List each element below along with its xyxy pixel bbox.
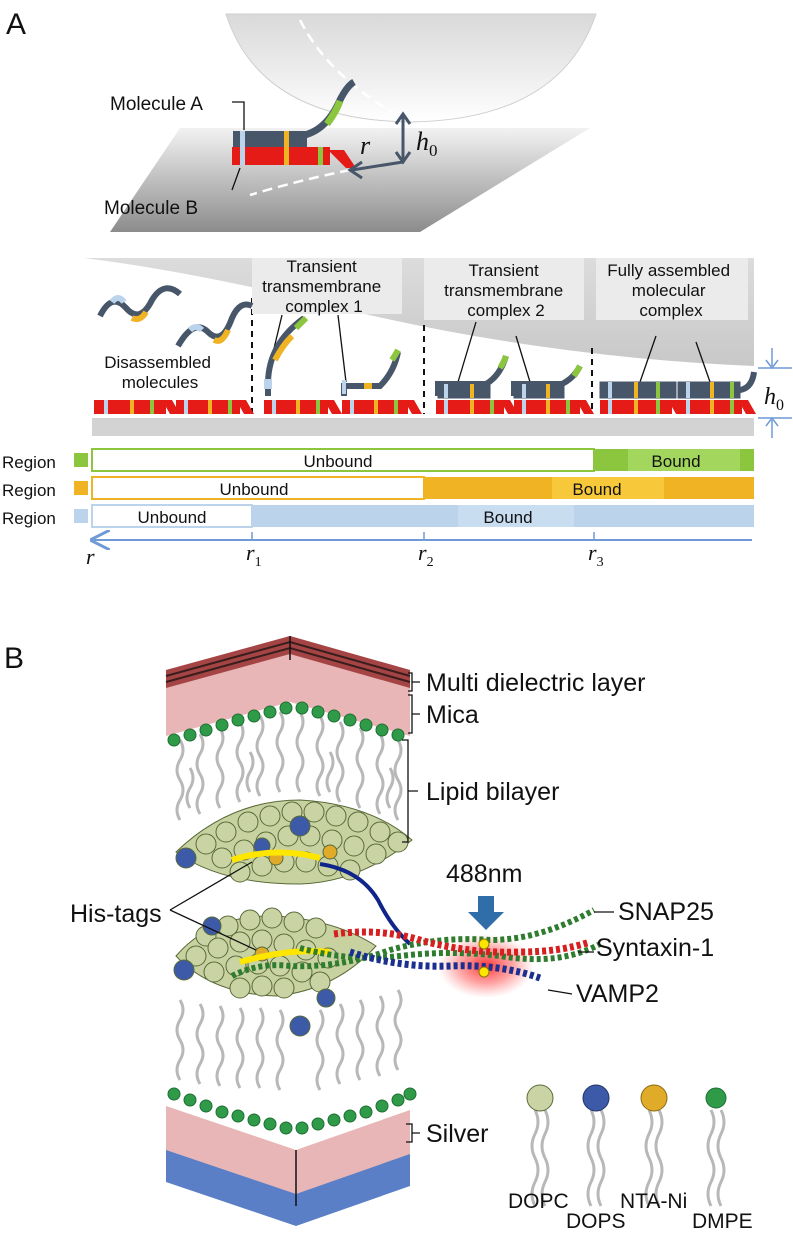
axis-r2-label: r2 — [418, 540, 434, 570]
free-molecules — [97, 285, 254, 348]
axis-r-label: r — [86, 544, 95, 569]
syntaxin-helix — [333, 928, 592, 956]
label-multi-dielectric: Multi dielectric layer — [426, 669, 646, 697]
label-silver: Silver — [426, 1120, 489, 1148]
region-bound: Bound — [651, 452, 700, 471]
plane — [110, 128, 590, 232]
top-lipid-tails — [175, 711, 403, 821]
scene-top: Molecule A Molecule B r h0 — [104, 13, 597, 232]
snare-complex — [230, 849, 602, 998]
molecule-b-bar — [232, 147, 330, 165]
r-label: r — [360, 131, 371, 160]
axis-r1-label: r1 — [246, 540, 262, 570]
label-488nm: 488nm — [446, 860, 522, 888]
legend-dops: DOPS — [566, 1210, 626, 1233]
region-bars: Region Unbound Bound Region Unbound Boun… — [2, 448, 754, 528]
h0-side-label: h0 — [764, 384, 784, 414]
bottom-surface — [92, 418, 754, 436]
region-swatch-blue — [74, 509, 88, 523]
bottom-stack — [166, 1106, 410, 1226]
bowl — [225, 13, 597, 123]
label-his-tags: His-tags — [70, 900, 162, 928]
region-swatch-orange — [74, 481, 88, 495]
layer-labels: Multi dielectric layer Mica Lipid bilaye… — [70, 669, 714, 1148]
legend-nta-ni: NTA-Ni — [620, 1190, 687, 1213]
bottom-headgroups — [167, 1087, 417, 1135]
tip-section — [84, 258, 754, 436]
plane-dash — [249, 168, 351, 197]
label-vamp2: VAMP2 — [576, 980, 659, 1008]
region-row-blue: Region Unbound Bound — [2, 504, 754, 528]
bowl-dash — [298, 19, 411, 124]
dmpe-icon — [705, 1087, 727, 1109]
region-unbound: Unbound — [303, 452, 372, 471]
axis-r3-label: r3 — [588, 540, 604, 570]
top-headgroups — [167, 701, 405, 747]
h0-marker: h0 — [758, 348, 792, 438]
stage-complex1: Transient transmembrane complex 1 — [262, 257, 386, 316]
stage-full: Fully assembled molecular complex — [607, 261, 735, 320]
legend-dmpe: DMPE — [692, 1210, 753, 1233]
panel-label-b: B — [4, 642, 24, 675]
bottom-lipid-tails — [175, 989, 403, 1091]
stage-disassembled: Disassembled molecules — [104, 353, 216, 392]
region-label: Region — [2, 481, 56, 500]
tip-profile — [84, 258, 754, 366]
region-bound: Bound — [572, 480, 621, 499]
label-lipid-bilayer: Lipid bilayer — [426, 778, 559, 806]
dopc-icon — [526, 1084, 554, 1112]
nta-ni-icon — [640, 1084, 668, 1112]
region-row-orange: Region Unbound Bound — [2, 476, 754, 500]
panel-label-a: A — [6, 8, 26, 41]
molecule-b-label: Molecule B — [104, 198, 198, 219]
laser-arrow — [468, 896, 504, 930]
h0-label: h0 — [416, 127, 438, 160]
stage-complex2: Transient transmembrane complex 2 — [444, 261, 568, 320]
region-label: Region — [2, 509, 56, 528]
top-stack — [165, 636, 411, 736]
label-syntaxin-1: Syntaxin-1 — [596, 934, 714, 962]
molecule-a-label: Molecule A — [110, 94, 203, 115]
region-label: Region — [2, 453, 56, 472]
label-mica: Mica — [426, 701, 479, 729]
label-snap25: SNAP25 — [618, 898, 714, 926]
molecule-pairs — [94, 315, 757, 414]
vamp2-helix — [348, 948, 542, 982]
region-unbound: Unbound — [137, 508, 206, 527]
top-lipid-cluster — [175, 799, 413, 885]
his-tag-top — [231, 849, 321, 863]
region-swatch-green — [74, 453, 88, 467]
region-unbound: Unbound — [219, 480, 288, 499]
region-row-green: Region Unbound Bound — [2, 448, 754, 472]
region-bound: Bound — [483, 508, 532, 527]
legend-dopc: DOPC — [508, 1190, 569, 1213]
bottom-lipid-cluster — [173, 907, 377, 1037]
dops-icon — [582, 1084, 610, 1112]
stage-labels: Transient transmembrane complex 1 Transi… — [104, 257, 748, 392]
r-axis: r r1 r2 r3 — [86, 532, 752, 570]
lipid-legend: DOPC DOPS NTA-Ni DMPE — [508, 1084, 753, 1233]
